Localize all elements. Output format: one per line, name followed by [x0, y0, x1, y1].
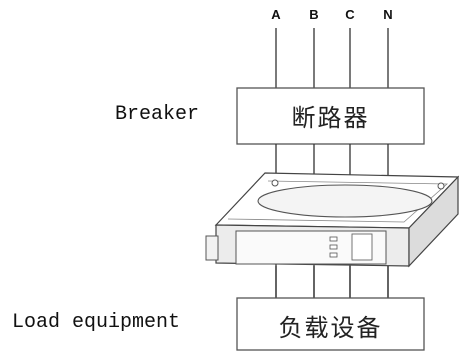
meter-screw-right: [437, 182, 445, 190]
meter-through-hole: [257, 184, 433, 218]
meter-side-face: [408, 175, 459, 268]
incoming-wires: [275, 28, 389, 88]
phase-label-a: A: [271, 7, 281, 22]
front-wire-segments: [275, 266, 389, 298]
breaker-side-label: Breaker: [115, 103, 200, 126]
load-side-label: Load equipment: [12, 311, 181, 334]
phase-label-c: C: [345, 7, 355, 22]
current-meter: [205, 172, 459, 268]
phase-label-n: N: [383, 7, 393, 22]
meter-left-cap: [205, 235, 219, 261]
meter-led-2: [329, 244, 338, 250]
phase-label-b: B: [309, 7, 319, 22]
load-box-text: 负载设备: [278, 314, 383, 342]
breaker-box: [236, 87, 425, 145]
meter-led-1: [329, 236, 338, 242]
meter-terminal-window: [351, 233, 373, 261]
meter-screw-left: [271, 179, 279, 187]
load-box: [236, 297, 425, 351]
breaker-box-text: 断路器: [291, 104, 370, 132]
meter-led-3: [329, 252, 338, 258]
